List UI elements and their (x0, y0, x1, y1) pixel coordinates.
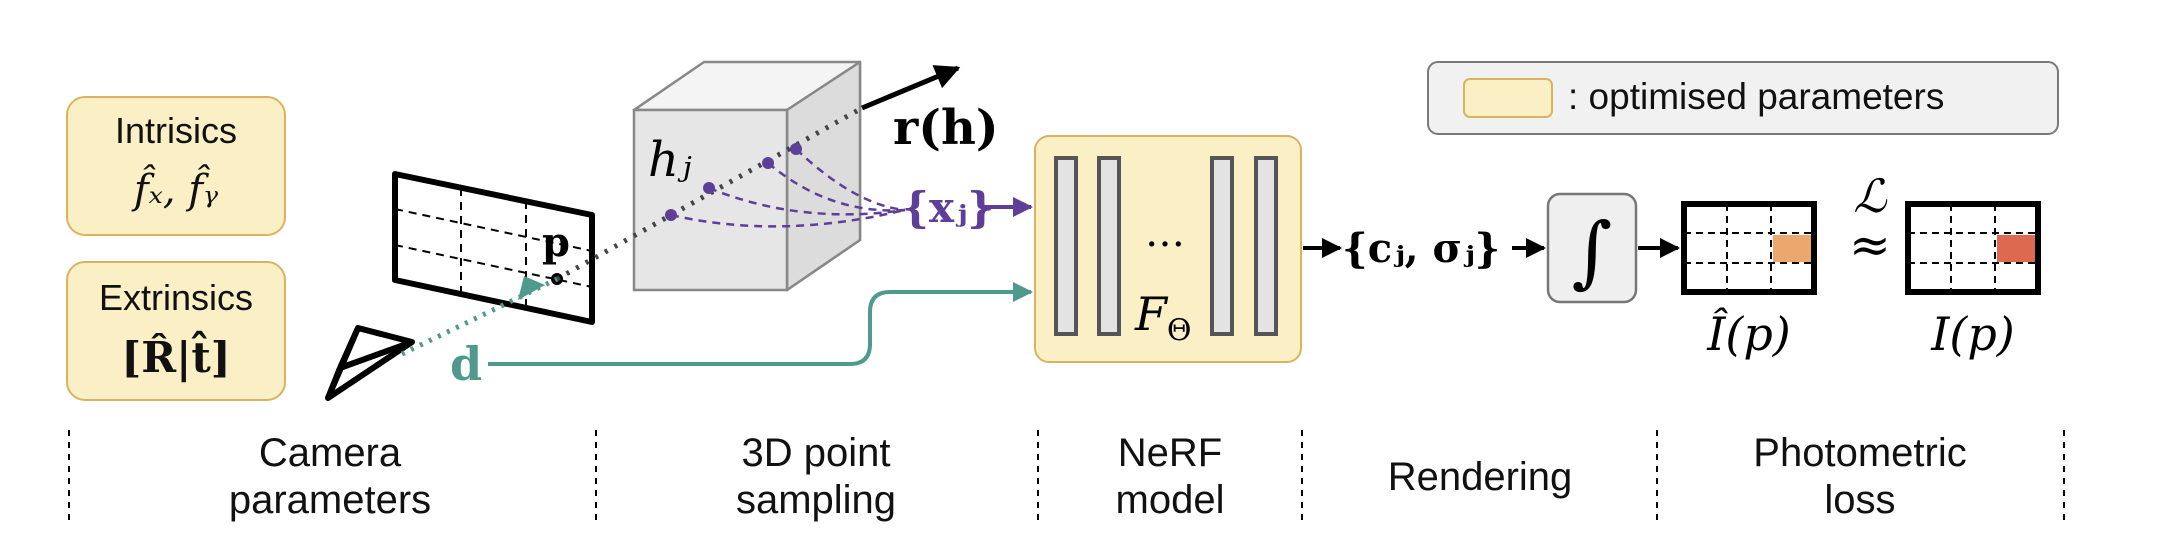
extrinsics-box: Extrinsics [R̂|t̂] (66, 261, 286, 401)
stage-separators (68, 430, 2065, 525)
color-density-label: {cⱼ, σⱼ} (1342, 225, 1500, 272)
camera-frustum (325, 325, 415, 401)
mlp-layer-2 (1097, 156, 1121, 336)
pixel-label: p (542, 219, 570, 266)
legend: : optimised parameters (1427, 61, 2059, 135)
image-plane: p (392, 171, 595, 325)
stage-label-loss: Photometric (1753, 431, 1966, 475)
legend-swatch (1463, 78, 1553, 118)
integral-symbol: ∫ (1572, 207, 1613, 297)
direction-label: d (450, 337, 482, 391)
stage-label-sampling: sampling (736, 478, 896, 522)
legend-text: : optimised parameters (1568, 76, 1944, 117)
stage-label-sampling: 3D point (742, 431, 891, 475)
sampling-cube: hⱼ (632, 60, 862, 292)
sample-points (665, 143, 802, 221)
extrinsics-title: Extrinsics (99, 277, 253, 318)
volume-render-box: ∫ (1546, 192, 1638, 304)
h-j-label: hⱼ (648, 132, 692, 188)
nerf-model-box: … FΘ (1034, 135, 1302, 363)
stage-label-rendering: Rendering (1388, 455, 1573, 499)
intrinsics-box: Intrisics f̂ₓ, f̂ᵧ (66, 96, 286, 236)
mlp-layer-4 (1254, 156, 1278, 336)
approx-symbol: ≈ (1849, 216, 1891, 274)
sample-set-label: {xⱼ} (902, 183, 994, 232)
sample-curves (670, 148, 906, 228)
loss-symbol: ℒ (1853, 169, 1887, 223)
intrinsics-title: Intrisics (115, 110, 237, 151)
direction-to-nerf-arrow (488, 282, 1033, 366)
f-theta-label: FΘ (1134, 287, 1192, 348)
stage-label-camera: Camera (259, 431, 402, 475)
mlp-layer-3 (1210, 156, 1234, 336)
direction-arrowhead (518, 276, 545, 300)
stage-label-loss: loss (1824, 478, 1895, 522)
stage-label-nerf: NeRF (1118, 431, 1222, 475)
rendered-image-label: Î(p) (1706, 306, 1791, 361)
camera-ray: r(h) (400, 65, 999, 357)
rendered-image: Î(p) (1681, 201, 1817, 361)
ground-truth-pixel (1997, 235, 2035, 262)
extrinsics-math: [R̂|t̂] (121, 329, 230, 382)
ground-truth-image-label: I(p) (1930, 307, 2015, 361)
ray-label: r(h) (893, 100, 999, 156)
mlp-layer-1 (1054, 156, 1078, 336)
stage-label-nerf: model (1116, 478, 1225, 522)
stage-label-camera: parameters (229, 478, 431, 522)
mlp-ellipsis: … (1145, 210, 1185, 256)
stage-labels: Camera parameters 3D point sampling NeRF… (229, 431, 1967, 522)
rendered-pixel (1773, 235, 1811, 262)
intrinsics-math: f̂ₓ, f̂ᵧ (131, 165, 218, 213)
ground-truth-image: I(p) (1905, 201, 2041, 361)
